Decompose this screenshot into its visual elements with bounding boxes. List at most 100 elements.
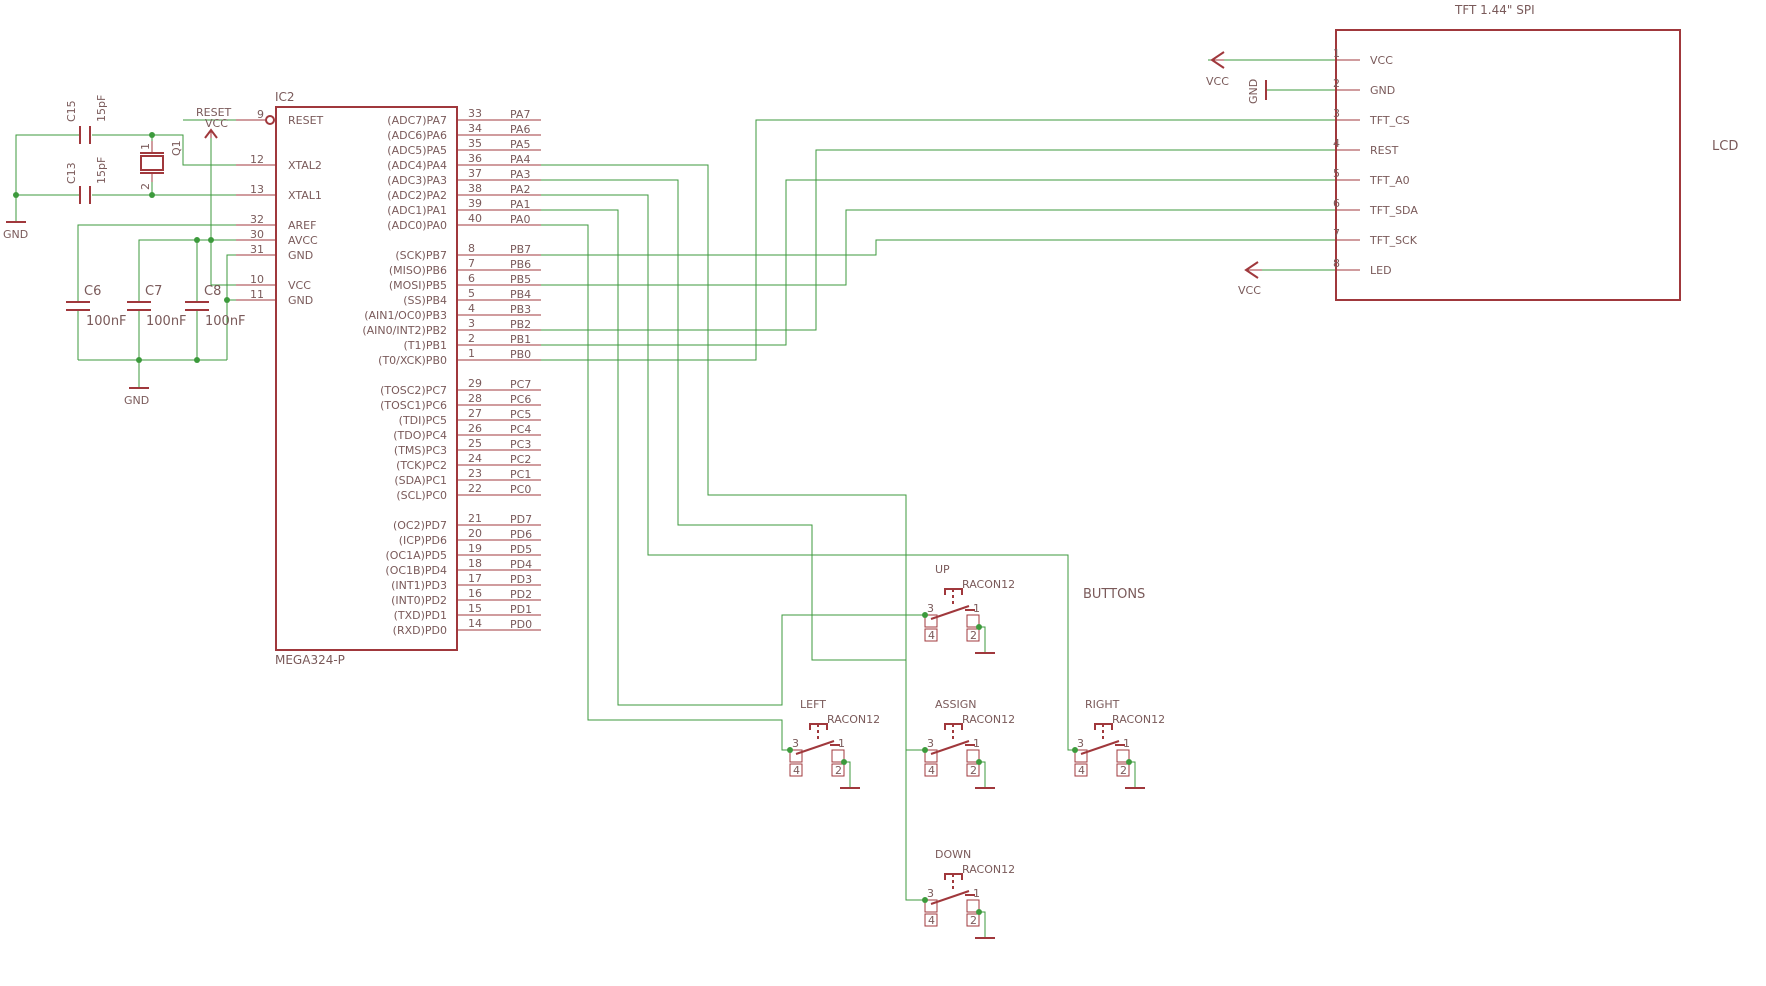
mcu-net-label: PD3 (510, 573, 532, 586)
mcu-pin-name: (T1)PB1 (404, 339, 447, 352)
button-pin-num: 4 (928, 764, 935, 777)
mcu-net-label: PA3 (510, 168, 530, 181)
lcd-pin-num: 1 (1333, 47, 1340, 60)
mcu-pin-num: 34 (468, 122, 482, 135)
mcu-pin-num: 35 (468, 137, 482, 150)
mcu-net-label: PA5 (510, 138, 530, 151)
button-wires (541, 164, 1075, 901)
mcu-pin-num: 24 (468, 452, 482, 465)
mcu-net-label: PA4 (510, 153, 530, 166)
button-pin-num: 3 (1077, 737, 1084, 750)
button-pin-num: 1 (973, 887, 980, 900)
button-pin-num: 2 (970, 629, 977, 642)
mcu-net-label: PB5 (510, 273, 531, 286)
mcu-pin-num: 25 (468, 437, 482, 450)
crystal-q1: Q1 1 2 (139, 140, 183, 190)
button-pin-num: 3 (927, 737, 934, 750)
mcu-pin-num: 40 (468, 212, 482, 225)
lcd-bus-wires (541, 59, 1336, 361)
mcu-pin-name: (TOSC2)PC7 (380, 384, 447, 397)
mcu-net-label: PC0 (510, 483, 531, 496)
q1-pin1: 1 (139, 143, 152, 150)
button-assign-part: RACON12 (962, 713, 1015, 726)
gnd-label: GND (124, 394, 149, 407)
mcu-pin-name: (MOSI)PB5 (389, 279, 447, 292)
lcd-pin-num: 7 (1333, 227, 1340, 240)
mcu-pin-num: 36 (468, 152, 482, 165)
mcu-pin-num: 23 (468, 467, 482, 480)
lcd-module: TFT 1.44" SPI LCD 1VCC2GND3TFT_CS4REST5T… (1206, 3, 1738, 301)
button-pin-num: 1 (838, 737, 845, 750)
reset-inversion-bubble (265, 115, 275, 125)
mcu-pin-num: 31 (250, 243, 264, 256)
mcu-pin-num: 33 (468, 107, 482, 120)
button-pin-num: 3 (927, 887, 934, 900)
mcu-pin-num: 26 (468, 422, 482, 435)
mcu-pin-name: (ADC3)PA3 (387, 174, 447, 187)
mcu-body (275, 106, 458, 651)
mcu-pin-num: 12 (250, 153, 264, 166)
button-right-label: RIGHT (1085, 698, 1120, 711)
mcu-pin-num: 32 (250, 213, 264, 226)
lcd-body (1335, 29, 1681, 301)
c13-value: 15pF (95, 157, 108, 184)
mcu-pin-name: (SS)PB4 (403, 294, 447, 307)
lcd-pin-name: VCC (1370, 54, 1393, 67)
lcd-pin-name: LED (1370, 264, 1392, 277)
lcd-pin-name: REST (1370, 144, 1399, 157)
mcu-pin-num: 20 (468, 527, 482, 540)
mcu-pin-name: (ADC2)PA2 (387, 189, 447, 202)
mcu-net-label: PB4 (510, 288, 531, 301)
mcu-pin-num: 15 (468, 602, 482, 615)
mcu-pin-num: 9 (257, 108, 264, 121)
mcu-pin-num: 27 (468, 407, 482, 420)
lcd-pin-num: 5 (1333, 167, 1340, 180)
lcd-pin-num: 2 (1333, 77, 1340, 90)
buttons-section-label: BUTTONS (1083, 587, 1145, 602)
gnd-label: GND (1247, 79, 1260, 104)
button-up-part: RACON12 (962, 578, 1015, 591)
lcd-pin-num: 6 (1333, 197, 1340, 210)
mcu-pin-num: 16 (468, 587, 482, 600)
reset-net-label: RESET (196, 106, 232, 119)
mcu-part: MEGA324-P (275, 653, 345, 667)
button-pin-num: 2 (835, 764, 842, 777)
c6-value: 100nF (86, 314, 127, 329)
decoupling-section: C6 100nF C7 100nF C8 100nF GND (66, 224, 246, 407)
mcu-pin-num: 14 (468, 617, 482, 630)
mcu-pin-name: RESET (288, 114, 324, 127)
mcu-pin-name: (INT0)PD2 (391, 594, 447, 607)
mcu-net-label: PD7 (510, 513, 532, 526)
gnd-symbol: GND (124, 387, 149, 407)
mcu-pin-num: 38 (468, 182, 482, 195)
mcu-ic2: IC2 MEGA324-P 9 12 13 32 30 31 10 11 RES… (236, 90, 541, 667)
mcu-pin-name: XTAL2 (288, 159, 322, 172)
capacitor-c6: C6 100nF (66, 284, 127, 329)
mcu-pin-name: (SDA)PC1 (394, 474, 447, 487)
capacitor-c7: C7 100nF (127, 284, 187, 329)
mcu-pin-name: (T0/XCK)PB0 (378, 354, 447, 367)
mcu-net-label: PA7 (510, 108, 530, 121)
capacitor-c15: C15 15pF (65, 95, 108, 144)
lcd-label: LCD (1712, 139, 1738, 154)
mcu-pin-num: 39 (468, 197, 482, 210)
mcu-pin-num: 3 (468, 317, 475, 330)
mcu-pin-name: (MISO)PB6 (389, 264, 447, 277)
mcu-pin-num: 28 (468, 392, 482, 405)
c7-ref: C7 (145, 284, 162, 299)
mcu-pin-num: 11 (250, 288, 264, 301)
mcu-pin-name: (INT1)PD3 (391, 579, 447, 592)
mcu-pin-num: 6 (468, 272, 475, 285)
mcu-net-label: PC7 (510, 378, 531, 391)
button-up-label: UP (935, 563, 950, 576)
vcc-symbol: VCC (204, 117, 228, 139)
vcc-label: VCC (205, 117, 228, 130)
button-pin-num: 2 (970, 914, 977, 927)
vcc-label: VCC (1238, 284, 1261, 297)
mcu-left-pins: 9 12 13 32 30 31 10 11 RESET XTAL2 XTAL1… (236, 108, 324, 307)
button-pin-num: 4 (1078, 764, 1085, 777)
button-down-part: RACON12 (962, 863, 1015, 876)
capacitor-c13: C13 15pF (65, 157, 108, 204)
